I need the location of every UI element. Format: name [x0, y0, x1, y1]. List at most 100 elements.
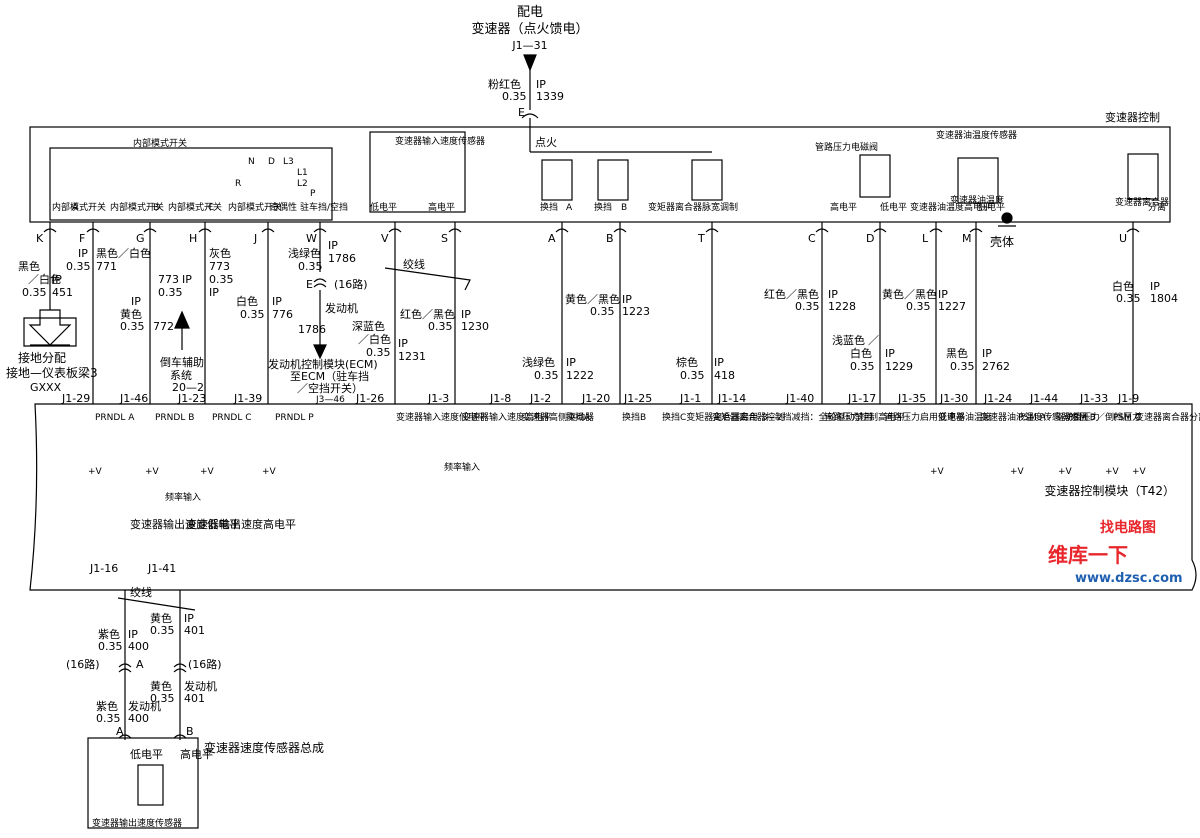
wire-w-circuit: 1786 — [328, 252, 356, 265]
wire-d2-color: 浅蓝色 — [832, 333, 865, 347]
module-pin-j1-46: J1-46 — [119, 392, 148, 405]
output-conn-a: A — [136, 658, 144, 671]
wire-k-gauge: 0.35 — [22, 286, 47, 299]
wire-u-color: 白色 — [1112, 279, 1134, 293]
vplus-psm-a: +V — [1010, 467, 1025, 477]
vplus-p: +V — [262, 467, 277, 477]
wire-k-color-a: 黑色 — [18, 259, 40, 273]
module-pin-j1-44: J1-44 — [1029, 392, 1058, 405]
oil-temp-low-label-a: 变速器油温度 — [950, 194, 1004, 206]
shift-b-pin: B — [621, 203, 627, 213]
wire-w-conn: E — [306, 278, 313, 291]
module-pin-j1-24: J1-24 — [983, 392, 1012, 405]
ecm-label-d: J3—46 — [315, 395, 345, 405]
vplus-psm-c: +V — [1105, 467, 1120, 477]
output-pin-b: B — [186, 725, 194, 738]
output-pin-a: A — [116, 725, 124, 738]
wire-w-color: 浅绿色 — [288, 246, 321, 260]
wire-m-ip: IP — [982, 347, 992, 360]
psm-b-label: PSM B／倒挡压力 — [1068, 411, 1141, 423]
module-pin-j1-35: J1-35 — [897, 392, 926, 405]
output-engine-a: 发动机 — [128, 699, 161, 713]
freq-in-label-2: 频率输入 — [165, 491, 201, 503]
input-low-label: 低电平 — [370, 201, 397, 213]
wire-k-ip: IP — [52, 273, 62, 286]
output-purple-2: 紫色 — [96, 699, 118, 713]
module-pin-j1-25: J1-25 — [623, 392, 652, 405]
wire-d2-color-b: 白色 — [850, 346, 872, 360]
output-c400: 400 — [128, 640, 149, 653]
output-purple-gauge-2: 0.35 — [96, 712, 121, 725]
reverse-label-a: 倒车辅助 — [160, 355, 204, 369]
output-yellow-2: 黄色 — [150, 679, 172, 693]
output-route-b: (16路) — [188, 658, 222, 671]
module-pin-j1-2: J1-2 — [529, 392, 551, 405]
module-oil-temp: 变速器油温度 — [938, 411, 992, 423]
pin-l: L — [922, 232, 929, 245]
pin-b: B — [606, 232, 614, 245]
wire-h2-color: 灰色 — [209, 246, 231, 260]
wire-d2-gauge: 0.35 — [850, 360, 875, 373]
control-box-title: 变速器控制 — [1105, 110, 1160, 124]
high-side-label: 变速器高侧驱动器 — [522, 411, 594, 423]
module-pin-j1-39: J1-39 — [233, 392, 262, 405]
pin-h: H — [189, 232, 197, 245]
pin-m: M — [962, 232, 972, 245]
in-low-label: 变速器输入速度低电平 — [396, 411, 486, 423]
ground-label-c: GXXX — [30, 381, 62, 394]
output-low: 低电平 — [130, 748, 163, 761]
module-pin-j1-17: J1-17 — [847, 392, 876, 405]
module-pin-j1-1: J1-1 — [679, 392, 701, 405]
wire-f-ip-2: IP — [131, 295, 141, 308]
wire-s-circuit: 1230 — [461, 320, 489, 333]
wire-h-gauge: 0.35 — [158, 286, 183, 299]
output-ip-b: IP — [184, 612, 194, 625]
module-pin-j1-30: J1-30 — [939, 392, 968, 405]
wire-w-engine: 发动机 — [325, 301, 358, 315]
pin-u: U — [1119, 232, 1127, 245]
module-pin-j1-8: J1-8 — [489, 392, 511, 405]
oil-temp-low-label-b: 低电平 — [978, 201, 1005, 213]
psm-a-label: PSM A／驱动挡压力 — [1018, 411, 1100, 423]
module-pin-j1-14: J1-14 — [717, 392, 746, 405]
pin-j: J — [253, 232, 257, 245]
wire-k-circuit: 451 — [52, 286, 73, 299]
module-pin-j1-29: J1-29 — [61, 392, 90, 405]
tcc-ctrl-label: 变矩器离合器控制 — [712, 411, 784, 423]
vplus-tcc: +V — [1132, 467, 1147, 477]
pin-w: W — [306, 232, 317, 245]
mode-switch-title: 内部模式开关 — [133, 137, 187, 149]
wire-v-circuit: 1231 — [398, 350, 426, 363]
wire-s-gauge: 0.35 — [428, 320, 453, 333]
wire-f-color: 黄色 — [120, 307, 142, 321]
wire-a-color: 黄色／黑色 — [565, 292, 620, 306]
wire-g-circuit: 771 — [96, 260, 117, 273]
wire-d-circuit: 1227 — [938, 300, 966, 313]
module-pin-j1-40: J1-40 — [785, 392, 814, 405]
mode-letter-l2: L2 — [297, 179, 308, 189]
wire-m-circuit: 2762 — [982, 360, 1010, 373]
wire-a-circuit: 1223 — [622, 305, 650, 318]
line-pressure-label: 管路压力电磁阀 — [815, 141, 878, 153]
pin-v: V — [381, 232, 389, 245]
vplus-c: +V — [200, 467, 215, 477]
lp-ctrl-label: 管路压力控制高电平 — [824, 411, 905, 423]
tcc-apply-label: 换挡C变矩器离合器启用 — [662, 411, 758, 423]
mode-letter-p: P — [310, 189, 316, 199]
wire-j-color: 白色 — [236, 294, 258, 308]
vplus-b: +V — [145, 467, 160, 477]
sensor-assembly-title: 变速器速度传感器总成 — [204, 740, 324, 755]
ground-label-b: 接地—仪表板梁3 — [6, 365, 98, 380]
tcc-switch-label: 变速器离合器 — [1115, 196, 1169, 208]
wire-b-gauge: 0.35 — [680, 369, 705, 382]
mode-switch-3: 内部模式开关 — [168, 201, 222, 213]
wire-c-ip: IP — [828, 288, 838, 301]
power-title: 配电 — [517, 5, 543, 20]
wire-f-ip: IP — [78, 247, 88, 260]
mode-letter-n: N — [248, 157, 255, 167]
pin-s: S — [441, 232, 448, 245]
wire-w-circuit-2: 1786 — [298, 323, 326, 336]
wire-h2-gauge: 0.35 — [209, 273, 234, 286]
wire-s-color: 红色／黑色 — [400, 307, 455, 321]
